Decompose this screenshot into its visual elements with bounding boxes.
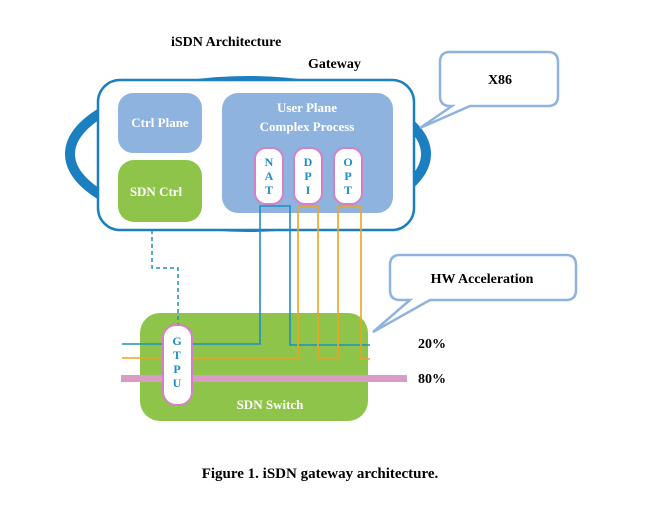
nat-letter-1: N	[265, 155, 274, 169]
figure-caption: Figure 1. iSDN gateway architecture.	[202, 466, 439, 482]
x86-callout	[419, 50, 560, 130]
sdn-ctrl-label: SDN Ctrl	[130, 184, 183, 199]
dpi-letter-3: I	[306, 183, 311, 197]
sdn-switch-box	[140, 313, 368, 421]
dpi-letter-1: D	[304, 155, 313, 169]
gtpu-letter-3: P	[173, 362, 180, 376]
ctrl-plane-label: Ctrl Plane	[131, 115, 189, 130]
nat-module: N A T	[254, 147, 284, 205]
sdn-ctrl-box	[118, 160, 202, 222]
traffic-20-label: 20%	[418, 337, 446, 352]
user-plane-label-line2: Complex Process	[260, 119, 355, 134]
dpi-letter-2: P	[304, 169, 311, 183]
traffic-80-label: 80%	[418, 372, 446, 387]
blue-traffic-path	[122, 205, 370, 346]
gtpu-letter-1: G	[172, 334, 181, 348]
opt-module: O P T	[333, 147, 363, 205]
x86-label: X86	[488, 73, 512, 88]
traffic-80-bar	[121, 375, 407, 382]
user-plane-label-line1: User Plane	[277, 100, 337, 115]
nat-letter-2: A	[265, 169, 274, 183]
hw-accel-label: HW Acceleration	[431, 272, 534, 287]
hw-accel-callout	[372, 253, 578, 334]
opt-letter-1: O	[343, 155, 352, 169]
orange-traffic-path	[122, 205, 370, 360]
diagram-title: iSDN Architecture	[171, 35, 281, 50]
gtpu-letter-2: T	[173, 348, 181, 362]
control-dashed-link	[151, 230, 179, 325]
opt-letter-2: P	[344, 169, 351, 183]
nat-letter-3: T	[265, 183, 273, 197]
sdn-switch-label: SDN Switch	[237, 397, 305, 412]
gtpu-module: G T P U	[162, 324, 193, 406]
gtpu-letter-4: U	[173, 376, 182, 390]
ctrl-plane-box	[118, 93, 202, 153]
opt-letter-3: T	[344, 183, 352, 197]
gateway-label: Gateway	[308, 57, 361, 72]
dpi-module: D P I	[293, 147, 323, 205]
